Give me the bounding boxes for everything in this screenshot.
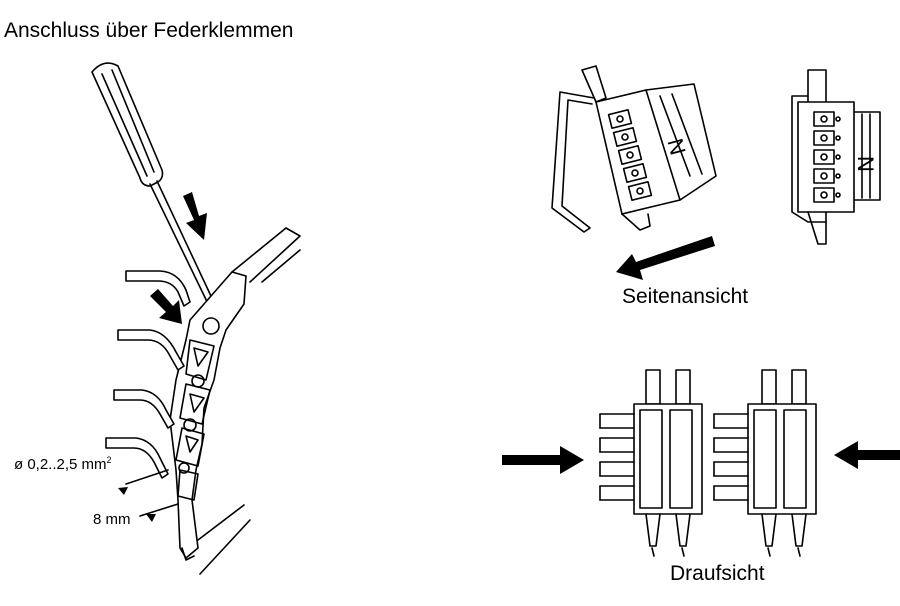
svg-text:N: N	[662, 136, 690, 158]
insert-arrow-right-icon	[834, 441, 900, 469]
strip-length-label: 8 mm	[93, 511, 131, 528]
push-arrow-icon	[150, 192, 207, 324]
screwdriver-icon	[91, 62, 219, 315]
terminal-block	[169, 227, 301, 575]
insert-arrow-left-icon	[502, 446, 584, 474]
direction-arrow-icon	[616, 236, 715, 280]
wire-size-text: ø 0,2..2,5 mm	[14, 456, 107, 473]
wire-size-exponent: 2	[106, 455, 112, 465]
top-view-module-left	[599, 369, 703, 557]
top-view-module-right	[713, 369, 817, 557]
svg-text:N: N	[853, 156, 878, 172]
side-view-tilted: N	[551, 65, 717, 233]
page-title: Anschluss über Federklemmen	[4, 19, 294, 42]
top-view-label: Draufsicht	[670, 562, 765, 585]
side-view-straight: N	[791, 69, 881, 245]
wire-size-label: ø 0,2..2,5 mm2	[14, 455, 112, 473]
side-view-label: Seitenansicht	[622, 285, 749, 308]
wire	[105, 270, 191, 479]
dimension-marker	[118, 469, 179, 522]
